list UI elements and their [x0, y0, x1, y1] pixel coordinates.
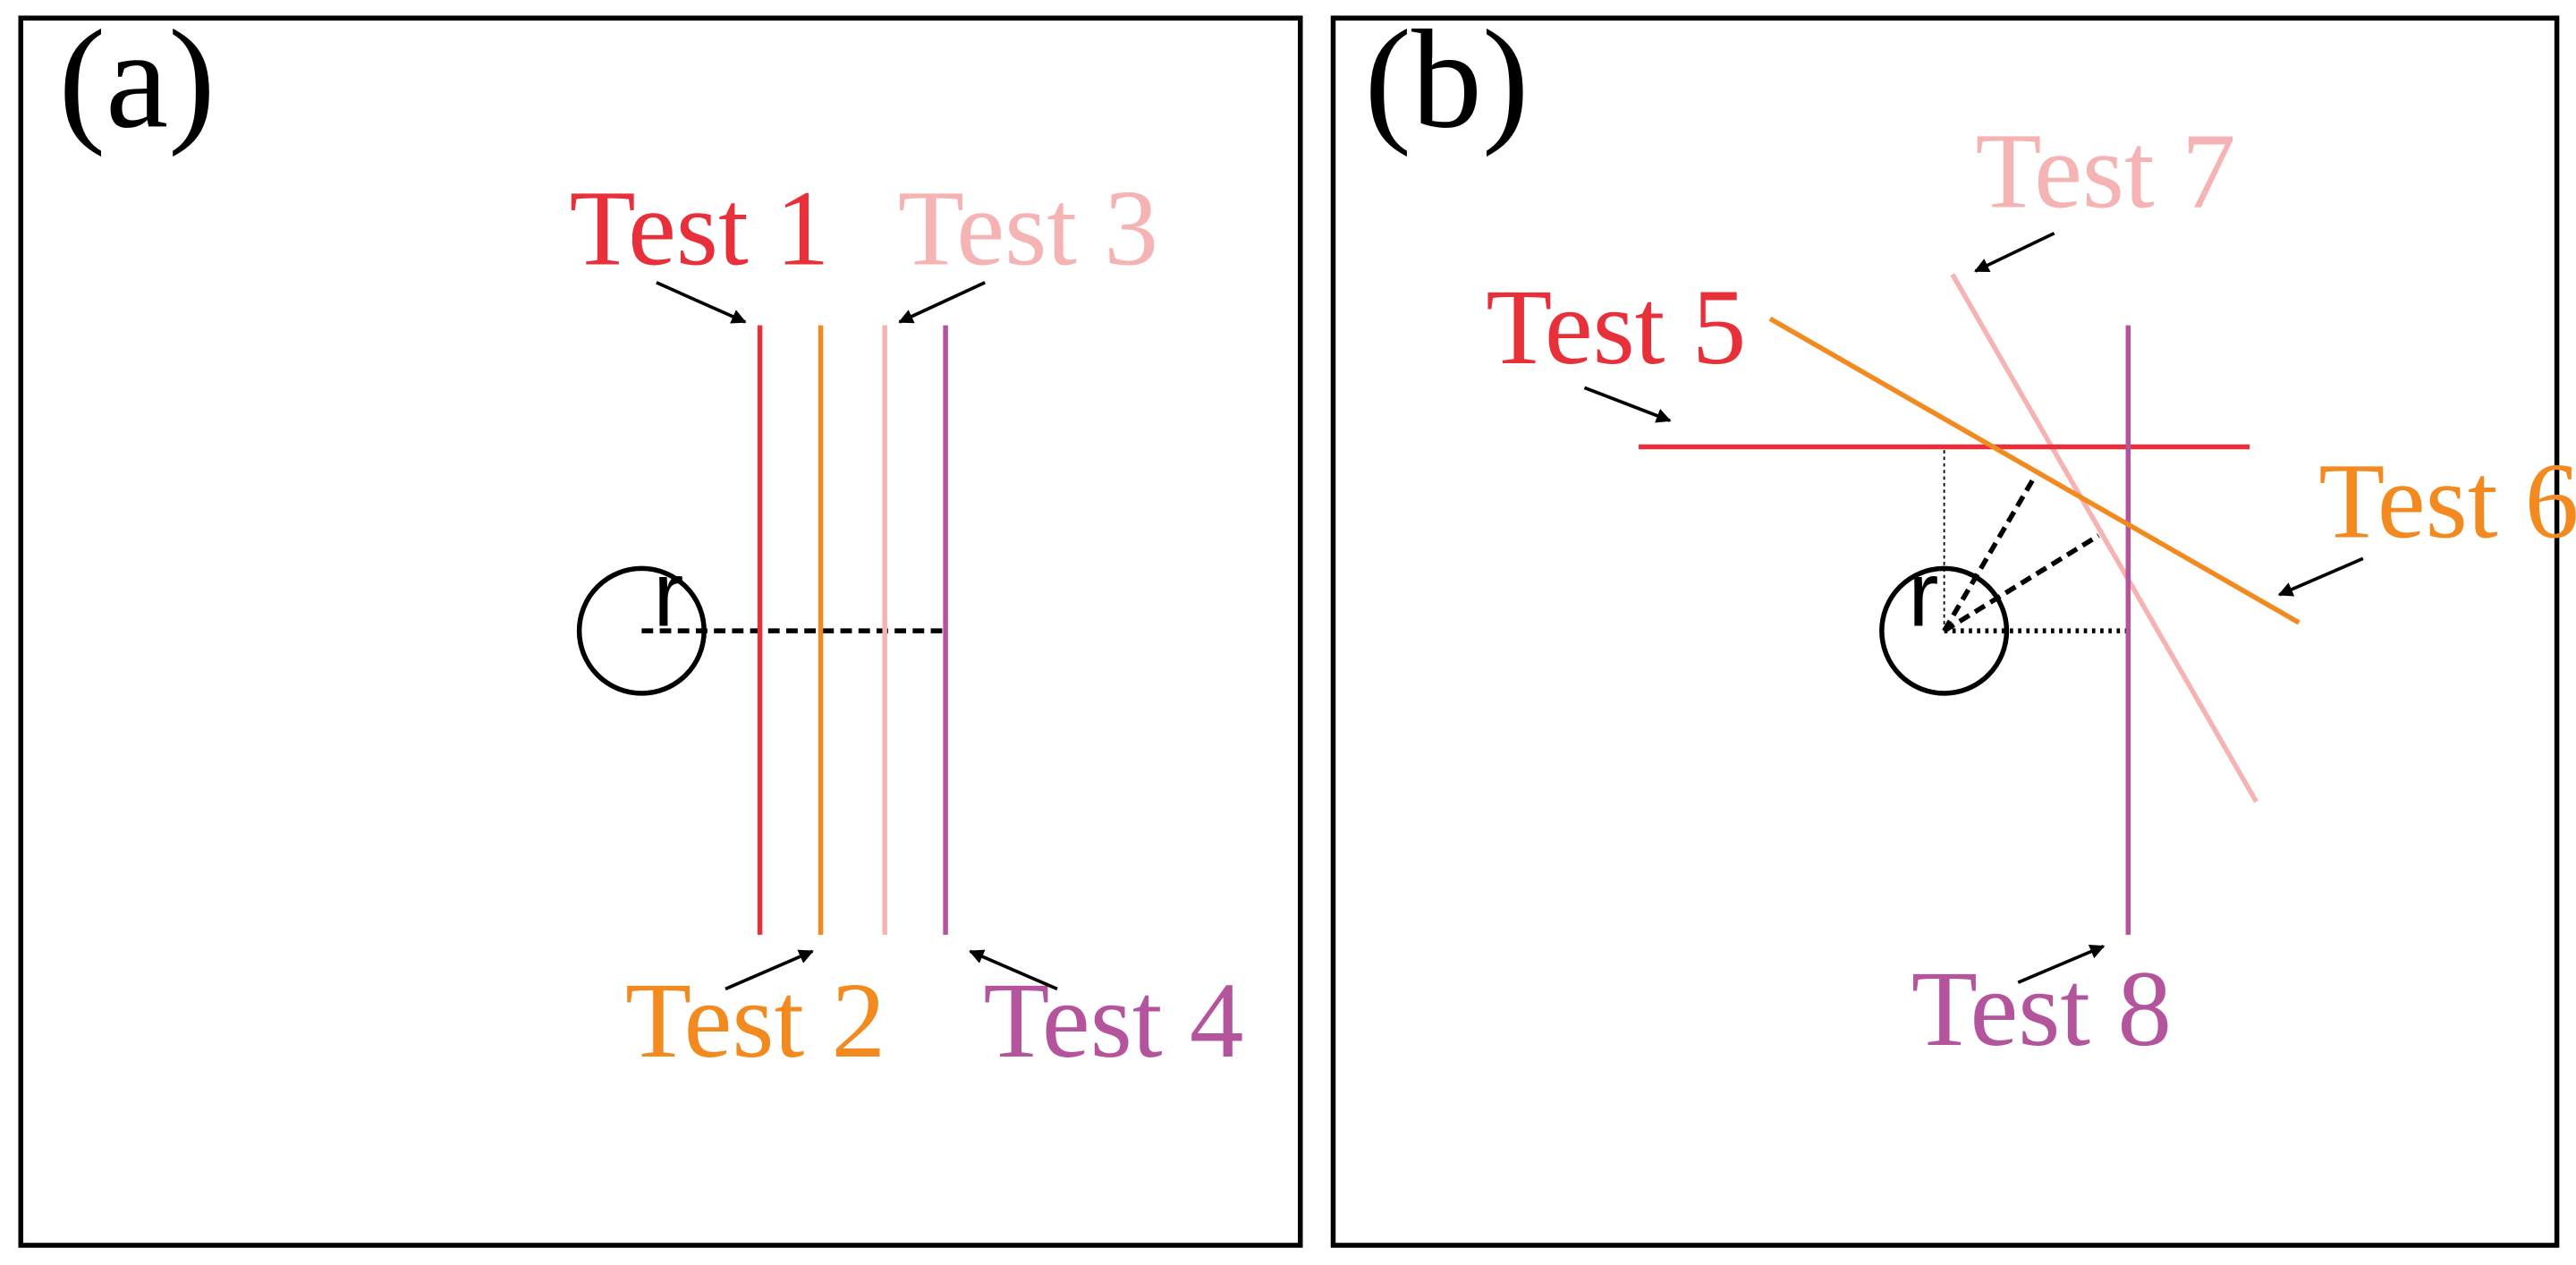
test-8-arrow	[2017, 944, 2106, 984]
test-3-label: Test 3	[898, 169, 1158, 289]
test-3-arrow	[898, 281, 986, 324]
test-2-label: Test 2	[625, 961, 886, 1081]
test-7-line	[1950, 273, 2258, 803]
test-7-label: Test 7	[1976, 111, 2236, 231]
test-1-arrow	[656, 281, 747, 324]
radius-label: r	[1908, 543, 1938, 646]
test-7-arrow	[1974, 232, 2055, 273]
test-4-label: Test 4	[983, 961, 1243, 1081]
test-1-label: Test 1	[570, 169, 830, 289]
test-2-arrow	[724, 949, 814, 991]
test-4-arrow	[969, 949, 1058, 991]
distance-line-test-7	[1943, 533, 2100, 633]
panel-a: (a) r Test 1 Test 3 Test 2 Test 4	[18, 1, 1303, 1248]
panel-b-label: (b)	[1364, 1, 1529, 157]
test-6-line	[1768, 316, 2301, 625]
test-8-label: Test 8	[1911, 949, 2172, 1069]
test-5-arrow	[1583, 386, 1672, 423]
distance-line-test-6	[1942, 478, 2036, 632]
panel-a-label: (a)	[58, 1, 215, 157]
panel-b: (b) r Test 7 Test 5 Test 6 Test 8	[1330, 1, 2576, 1248]
test-6-label: Test 6	[2318, 441, 2576, 561]
test-5-label: Test 5	[1486, 267, 1746, 387]
test-6-arrow	[2277, 556, 2364, 597]
